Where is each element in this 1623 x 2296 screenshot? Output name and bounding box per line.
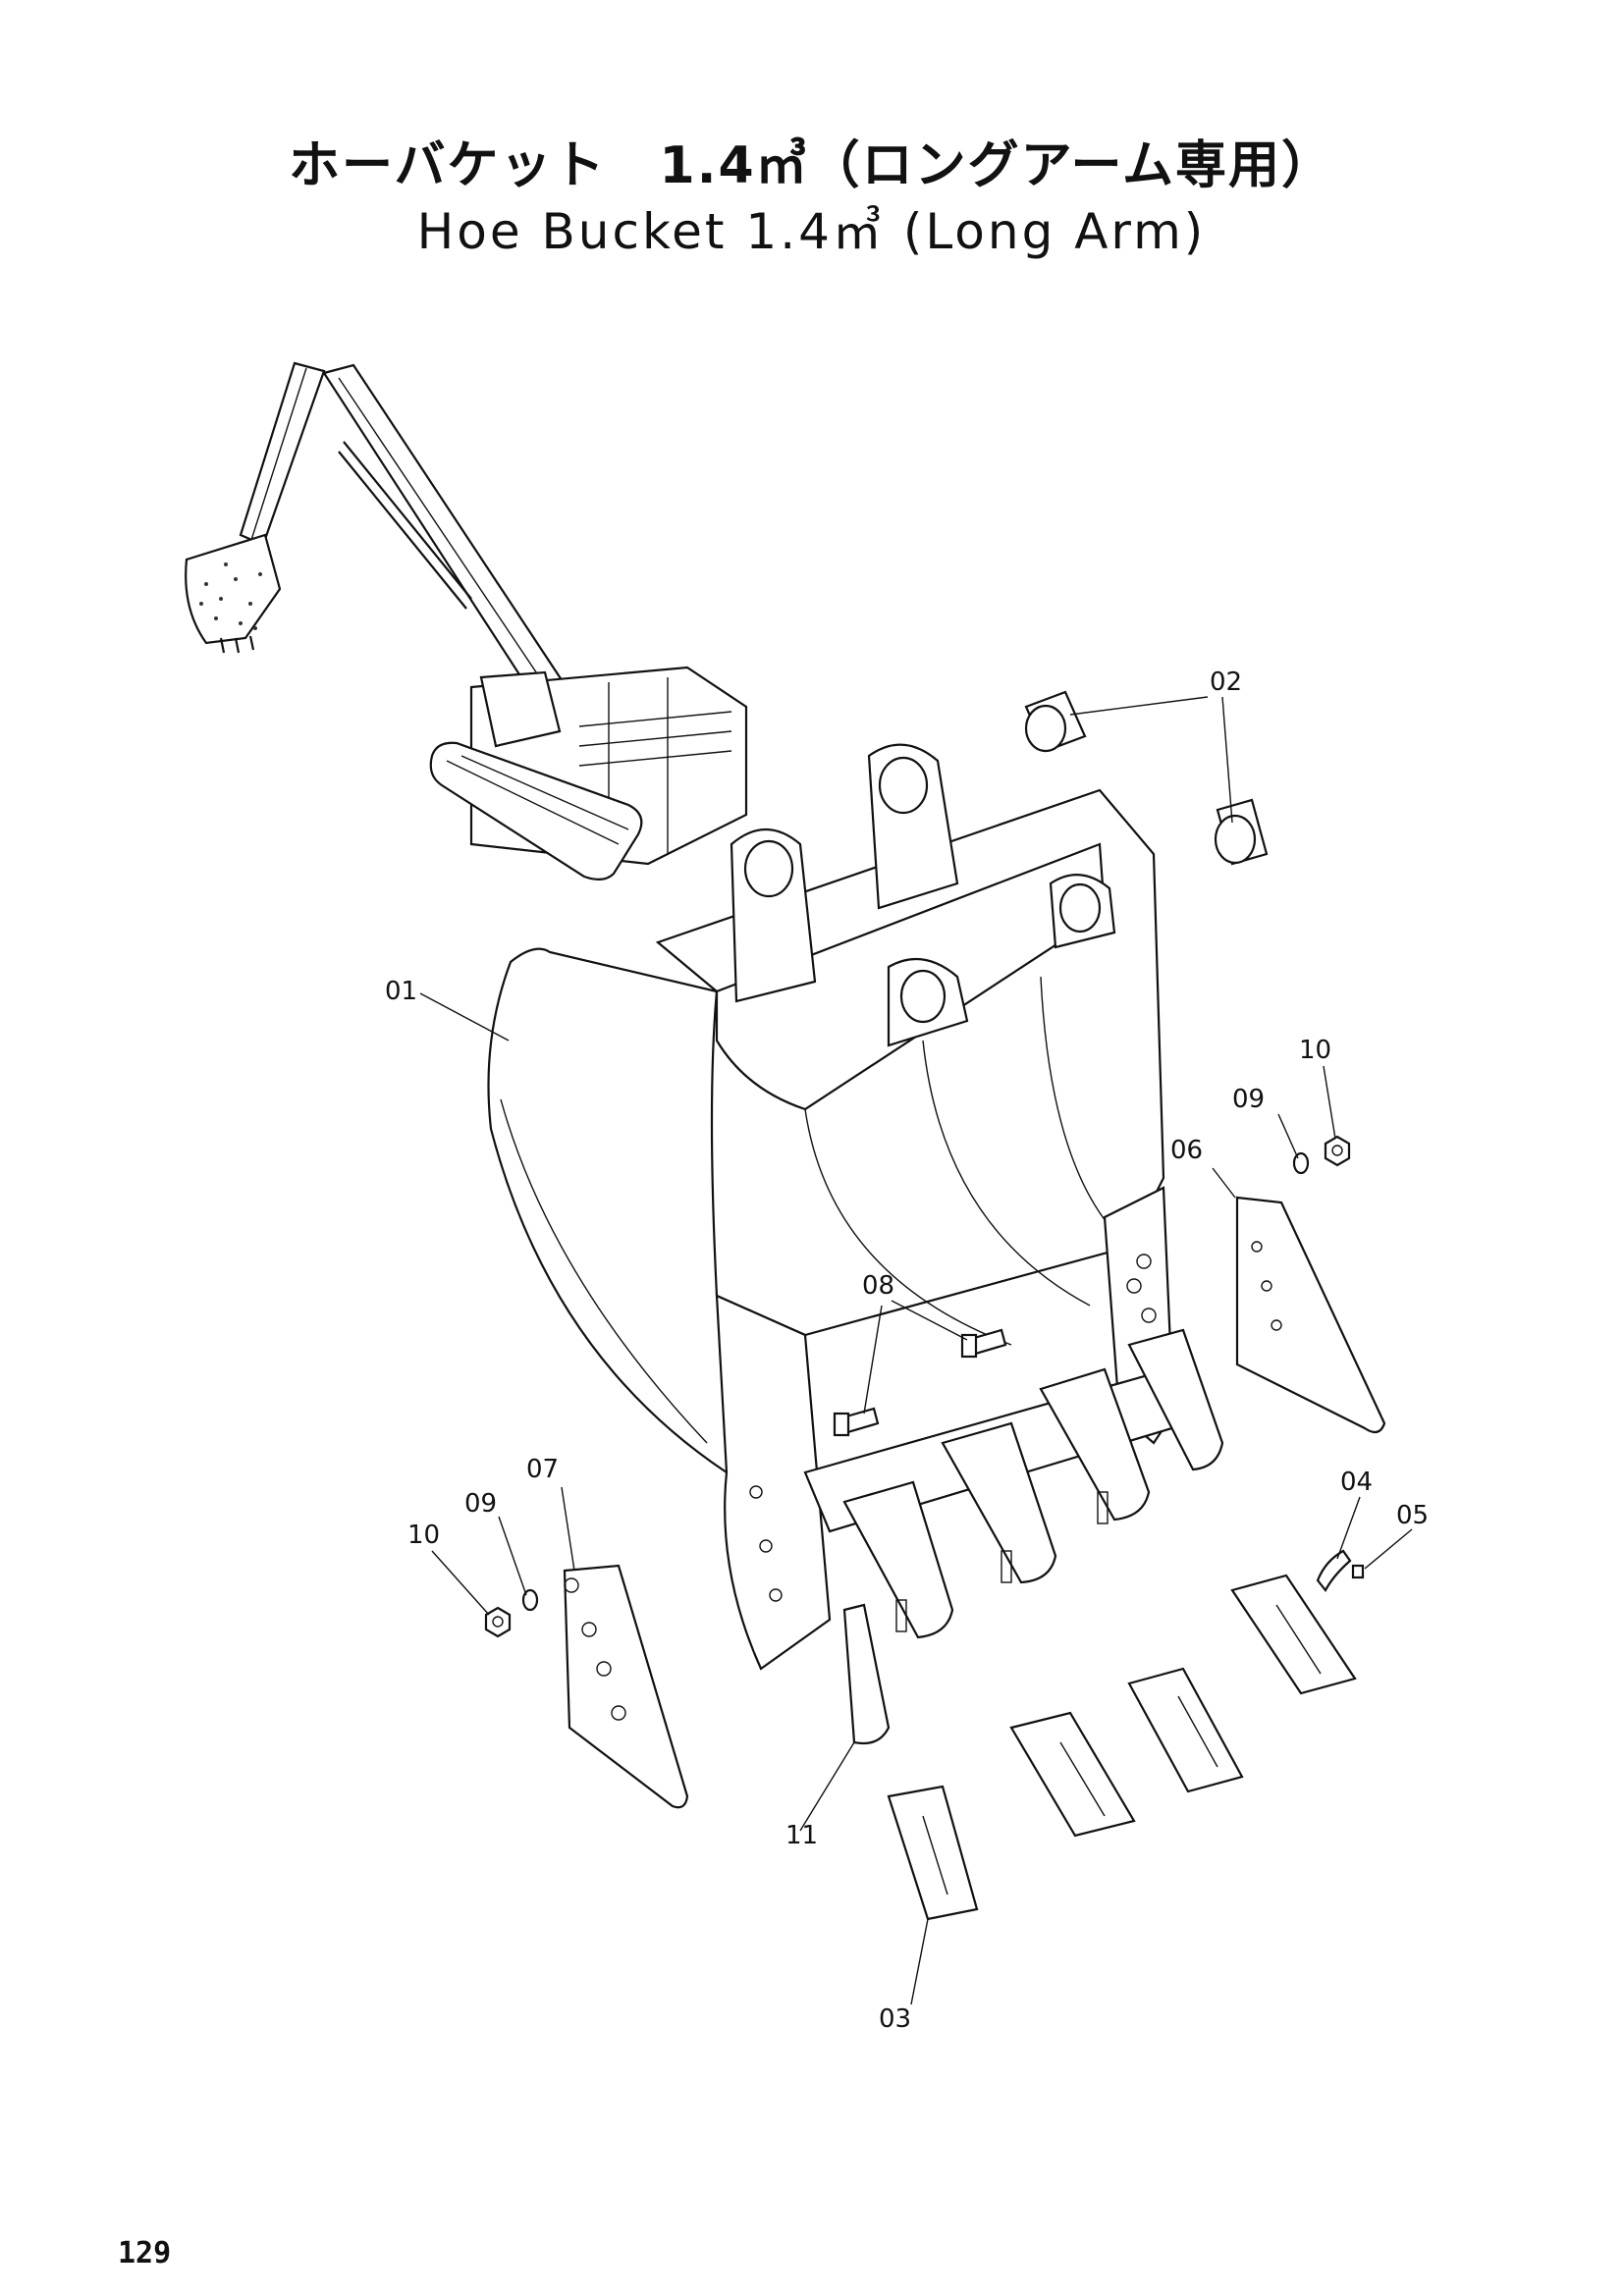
callout-02: 02 — [1210, 667, 1242, 697]
callout-10: 10 — [1299, 1036, 1331, 1065]
callout-10-left: 10 — [407, 1521, 440, 1550]
side-cutter-right — [1235, 1196, 1386, 1434]
title-japanese: ホーバケット 1.4㎥（ロングアーム専用） — [289, 136, 1334, 195]
bolts — [833, 1328, 1007, 1437]
callout-01: 01 — [385, 977, 417, 1006]
title-english: Hoe Bucket 1.4㎥ (Long Arm) — [416, 203, 1207, 260]
callout-05: 05 — [1396, 1501, 1429, 1530]
callout-09: 09 — [1232, 1085, 1265, 1114]
callout-08: 08 — [862, 1271, 894, 1301]
bucket-texture — [199, 562, 262, 630]
pin-lock — [1316, 1549, 1365, 1592]
bushings — [1024, 690, 1269, 866]
bucket-body — [487, 743, 1190, 1671]
page-number: 129 — [118, 2236, 172, 2270]
callout-09-left: 09 — [464, 1489, 497, 1519]
side-cutter-left — [563, 1564, 689, 1809]
excavator-illustration — [185, 361, 748, 881]
callout-07: 07 — [526, 1455, 559, 1484]
callout-03: 03 — [879, 2004, 911, 2034]
callout-11: 11 — [785, 1821, 818, 1850]
teeth-adapters — [842, 1328, 1224, 1745]
teeth-points — [887, 1574, 1357, 1921]
leader-lines — [419, 696, 1413, 2005]
callout-04: 04 — [1340, 1468, 1373, 1497]
callout-06: 06 — [1170, 1136, 1203, 1165]
